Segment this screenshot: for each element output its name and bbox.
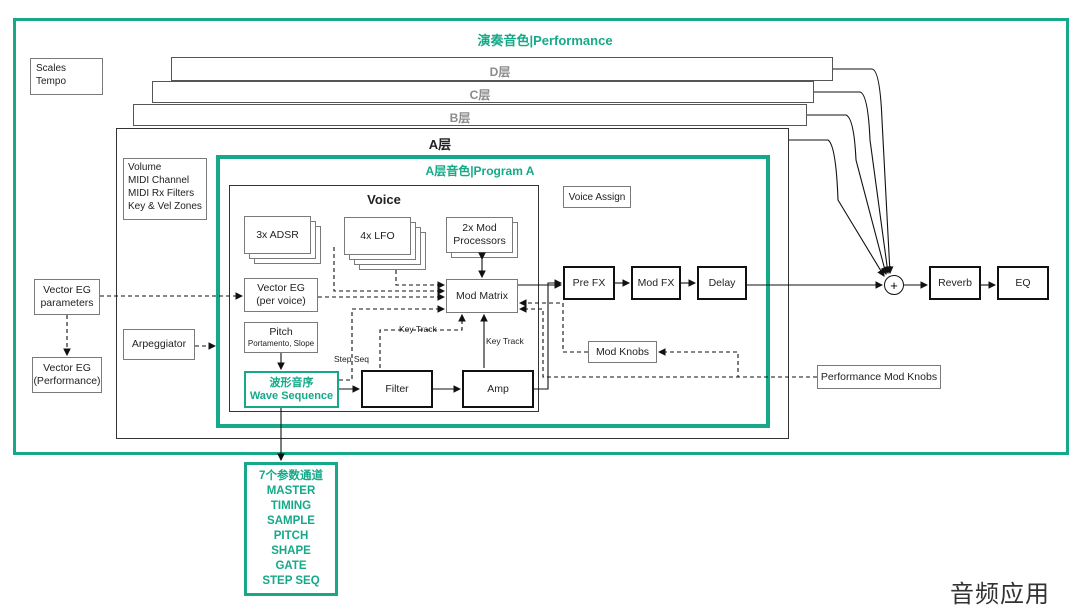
pitch-sublabel: Portamento, Slope [247,339,315,348]
wave-sequence-box: 波形音序 Wave Sequence [244,371,339,408]
perf-mod-knobs-box: Performance Mod Knobs [817,365,941,389]
lane-master: MASTER [266,485,316,497]
pitch-label: Pitch [269,326,293,338]
adsr-box: 3x ADSR [244,216,311,254]
layer-c-title: C层 [469,88,491,102]
lane-sample: SAMPLE [267,515,315,527]
arpeggiator-box: Arpeggiator [123,329,195,360]
layer-c-frame [152,81,814,103]
amp-box: Amp [462,370,534,408]
program-a-frame [216,155,770,428]
mod-fx-box: Mod FX [631,266,681,300]
layer-params-box: Volume MIDI Channel MIDI Rx Filters Key … [123,158,207,220]
step-seq-label: Step Seq [334,354,369,364]
program-a-title: A层音色|Program A [425,164,535,178]
lane-title: 7个参数通道 [259,470,323,482]
lane-gate: GATE [275,560,307,572]
layer-d-title: D层 [489,65,511,79]
pitch-box: Pitch Portamento, Slope [244,322,318,353]
lfo-box: 4x LFO [344,217,411,255]
key-track-label-2: Key Track [486,336,524,346]
layer-b-title: B层 [449,111,471,125]
performance-title: 演奏音色|Performance [477,33,613,48]
filter-box: Filter [361,370,433,408]
pre-fx-box: Pre FX [563,266,615,300]
mod-matrix-box: Mod Matrix [446,279,518,313]
layer-d-frame [171,57,833,81]
mod-knobs-box: Mod Knobs [588,341,657,363]
watermark: 音频应用 [950,581,1050,608]
lane-shape: SHAPE [271,545,311,557]
lane-pitch: PITCH [273,530,309,542]
eq-box: EQ [997,266,1049,300]
voice-assign-box: Voice Assign [563,186,631,208]
key-track-label-1: Key Track [398,324,438,334]
wave-sequence-en: Wave Sequence [249,389,334,402]
wave-sequence-cn: 波形音序 [269,376,314,389]
vector-eg-performance-box: Vector EG (Performance) [32,357,102,393]
lanes-box: 7个参数通道 MASTER TIMING SAMPLE PITCH SHAPE … [244,462,338,596]
mod-processors-box: 2x Mod Processors [446,217,513,253]
voice-title: Voice [367,192,401,207]
layer-b-frame [133,104,807,126]
performance-frame [13,18,1069,455]
vector-eg-voice-box: Vector EG (per voice) [244,278,318,312]
reverb-box: Reverb [929,266,981,300]
delay-box: Delay [697,266,747,300]
vector-eg-params-box: Vector EG parameters [34,279,100,315]
sum-node: + [884,275,904,295]
scales-tempo-box: Scales Tempo [30,58,103,95]
lane-timing: TIMING [270,500,312,512]
lane-step-seq: STEP SEQ [262,575,320,587]
layer-a-title: A层 [428,137,452,152]
